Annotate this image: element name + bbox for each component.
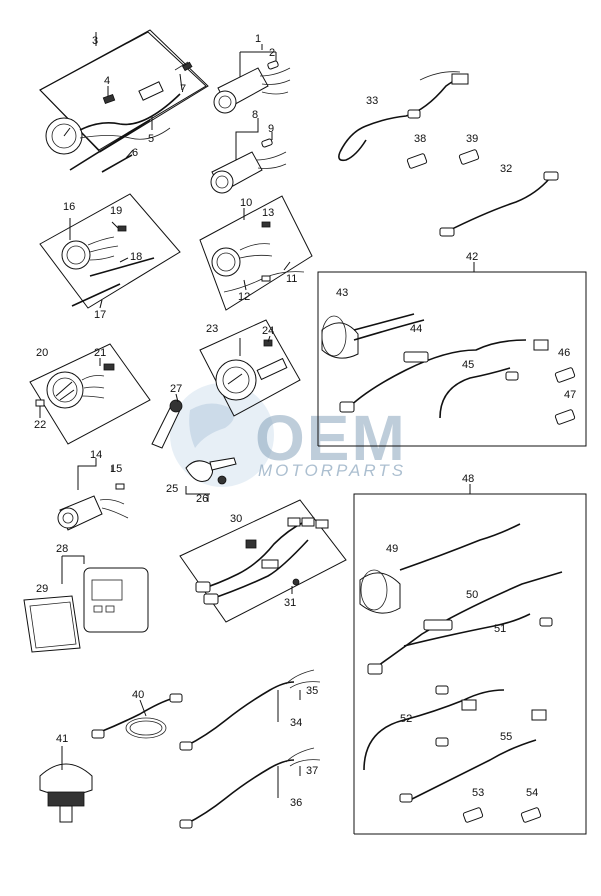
group-20-kit	[29, 343, 151, 445]
callout-54: 54	[526, 787, 538, 799]
callout-2: 2	[269, 47, 275, 59]
callout-22: 22	[34, 419, 46, 431]
callout-3: 3	[92, 35, 98, 47]
callout-43: 43	[336, 287, 348, 299]
callout-33: 33	[366, 95, 378, 107]
group-30-kit	[179, 499, 347, 623]
part-39	[458, 149, 480, 165]
group-27-part	[151, 393, 183, 449]
part-38	[406, 153, 428, 169]
callout-17: 17	[94, 309, 106, 321]
group-25-26-part	[185, 457, 237, 502]
callout-5: 5	[148, 133, 154, 145]
callout-48: 48	[462, 473, 474, 485]
callout-35: 35	[306, 685, 318, 697]
callout-13: 13	[262, 207, 274, 219]
watermark-brand: OEM	[255, 402, 407, 474]
callout-36: 36	[290, 797, 302, 809]
callout-42: 42	[466, 251, 478, 263]
callout-23: 23	[206, 323, 218, 335]
callout-49: 49	[386, 543, 398, 555]
group-16-kit	[39, 193, 181, 309]
callout-28: 28	[56, 543, 68, 555]
callout-6: 6	[132, 147, 138, 159]
callout-50: 50	[466, 589, 478, 601]
callout-34: 34	[290, 717, 302, 729]
callout-30: 30	[230, 513, 242, 525]
callout-51: 51	[494, 623, 506, 635]
callout-44: 44	[410, 323, 422, 335]
group-10-kit	[199, 195, 313, 311]
callout-labels: 1 2 3 4 5 6 7 8 9 10 11 12 13 14 15 16 1…	[34, 33, 576, 809]
group-3-kit	[39, 29, 209, 173]
group-34-35-part	[179, 669, 321, 751]
callout-9: 9	[268, 123, 274, 135]
group-23-kit	[199, 319, 301, 417]
callout-21: 21	[94, 347, 106, 359]
group-1-kit	[213, 44, 291, 114]
callout-16: 16	[63, 201, 75, 213]
callout-37: 37	[306, 765, 318, 777]
callout-32: 32	[500, 163, 512, 175]
group-33-part	[338, 71, 469, 162]
callout-12: 12	[238, 291, 250, 303]
callout-1: 1	[255, 33, 261, 45]
group-8-kit	[210, 118, 287, 194]
callout-47: 47	[564, 389, 576, 401]
callout-14: 14	[90, 449, 102, 461]
callout-19: 19	[110, 205, 122, 217]
group-48-kit	[353, 484, 587, 835]
callout-39: 39	[466, 133, 478, 145]
callout-29: 29	[36, 583, 48, 595]
group-42-kit	[317, 262, 587, 447]
watermark-sub: MOTORPARTS	[258, 461, 406, 480]
callout-8: 8	[252, 109, 258, 121]
callout-4: 4	[104, 75, 110, 87]
callout-26: 26	[196, 493, 208, 505]
callout-27: 27	[170, 383, 182, 395]
callout-41: 41	[56, 733, 68, 745]
callout-18: 18	[130, 251, 142, 263]
callout-31: 31	[284, 597, 296, 609]
callout-7: 7	[180, 83, 186, 95]
callout-20: 20	[36, 347, 48, 359]
group-28-29-part	[23, 555, 149, 653]
group-41-part	[39, 746, 93, 823]
callout-10: 10	[240, 197, 252, 209]
callout-15: 15	[110, 463, 122, 475]
callout-45: 45	[462, 359, 474, 371]
callout-24: 24	[262, 325, 274, 337]
callout-53: 53	[472, 787, 484, 799]
callout-11: 11	[286, 273, 297, 285]
callout-38: 38	[414, 133, 426, 145]
part-32	[439, 171, 559, 237]
group-36-37-part	[179, 747, 321, 829]
callout-40: 40	[132, 689, 144, 701]
callout-52: 52	[400, 713, 412, 725]
callout-25: 25	[166, 483, 178, 495]
callout-55: 55	[500, 731, 512, 743]
callout-46: 46	[558, 347, 570, 359]
group-14-kit	[57, 458, 129, 531]
group-40-part	[91, 693, 183, 739]
